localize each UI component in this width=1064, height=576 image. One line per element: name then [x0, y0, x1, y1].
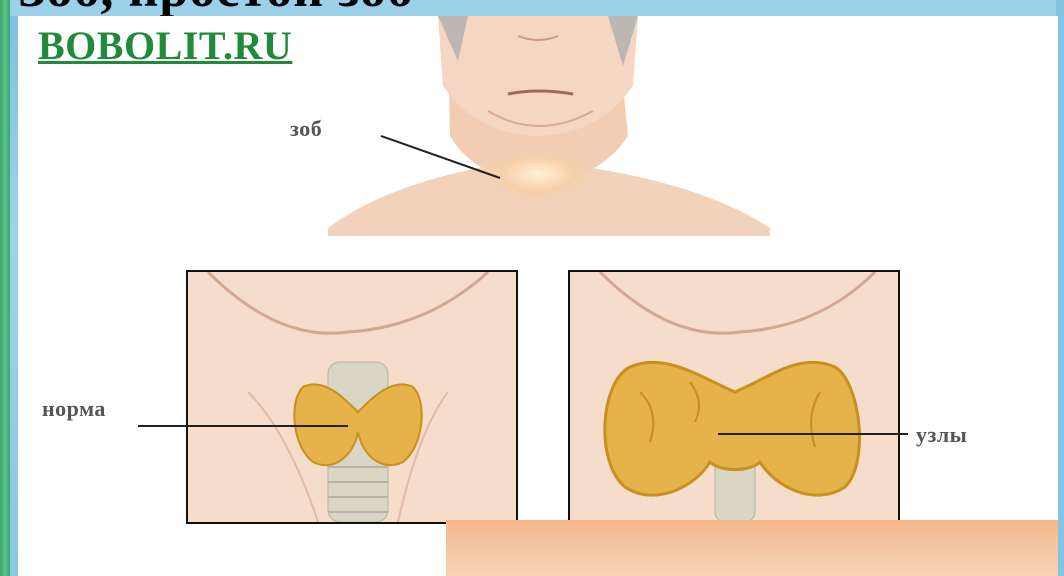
top-title-strip: Зоб, простой зоб: [0, 0, 1064, 16]
normal-thyroid-drawing: [188, 272, 516, 522]
normal-thyroid-frame: [186, 270, 518, 524]
goiter-head-illustration: [18, 16, 1058, 276]
illustration-panel: BOBOLIT.RU зоб: [18, 16, 1058, 576]
bottom-skin-photo: [446, 520, 1058, 576]
label-goiter: зоб: [290, 116, 322, 142]
label-nodes: узлы: [916, 422, 967, 448]
nodular-thyroid-frame: [568, 270, 900, 524]
nodular-thyroid-drawing: [570, 272, 898, 522]
label-normal: норма: [42, 396, 106, 422]
left-decor-stripe: [0, 0, 10, 576]
cut-off-title: Зоб, простой зоб: [18, 0, 414, 16]
